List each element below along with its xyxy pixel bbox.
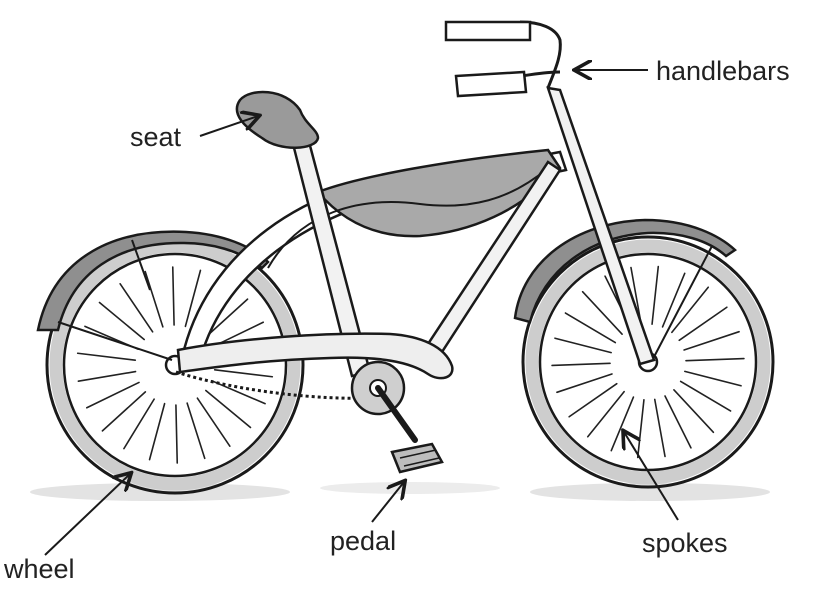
spoke — [150, 404, 165, 460]
spoke — [681, 381, 731, 411]
pedal-block — [392, 444, 442, 472]
spoke — [684, 332, 739, 350]
spoke — [552, 363, 610, 365]
label-spokes: spokes — [642, 530, 728, 557]
spoke — [588, 392, 624, 437]
spoke — [176, 405, 177, 463]
ground-shadow-middle — [320, 482, 500, 494]
front-fender-stay — [655, 246, 712, 355]
spoke — [557, 374, 612, 392]
handlebar-grip-upper — [446, 22, 530, 40]
spoke — [652, 267, 658, 325]
spoke — [78, 372, 135, 382]
spoke — [655, 399, 665, 456]
label-seat: seat — [130, 124, 181, 151]
label-wheel: wheel — [4, 556, 75, 583]
handlebar-grip-lower — [456, 72, 526, 96]
spoke — [638, 400, 644, 458]
chain-guard — [178, 334, 452, 379]
spoke — [569, 384, 617, 417]
spoke — [565, 313, 615, 343]
spoke — [212, 381, 265, 404]
rear-fender-stay-lower — [58, 322, 172, 360]
spoke — [78, 353, 136, 360]
spoke — [173, 267, 174, 325]
label-pedal: pedal — [330, 528, 396, 555]
spoke — [679, 307, 727, 340]
chain — [176, 372, 372, 398]
spoke — [145, 272, 163, 327]
spoke — [672, 287, 708, 332]
spoke — [686, 359, 744, 361]
label-handlebars: handlebars — [656, 58, 790, 85]
spoke — [555, 338, 611, 352]
spoke — [685, 371, 741, 385]
spoke — [187, 403, 205, 458]
spoke — [215, 370, 273, 377]
